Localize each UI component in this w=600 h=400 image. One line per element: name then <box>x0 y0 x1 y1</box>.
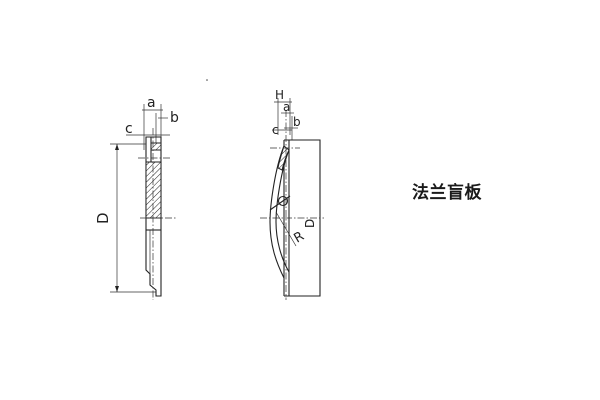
left-hatched-section <box>145 161 162 219</box>
right-dim-c-label: c <box>272 123 279 137</box>
left-dim-a-label: a <box>147 95 156 111</box>
left-view-flat-blind: a b c D <box>94 95 179 300</box>
right-dim-D-label: D <box>303 219 317 228</box>
right-view-dished-blind: H a b c R D <box>260 88 324 300</box>
right-dim-H-label: H <box>275 88 284 102</box>
left-dim-c-label: c <box>125 121 133 137</box>
left-dim-b-label: b <box>170 110 179 126</box>
right-dim-b-label: b <box>293 115 301 129</box>
speck-dot <box>206 79 208 81</box>
right-dim-R-label: R <box>292 229 307 247</box>
left-dim-D-label: D <box>94 212 112 224</box>
right-dim-a-label: a <box>283 100 290 114</box>
product-title: 法兰盲板 <box>412 183 482 203</box>
